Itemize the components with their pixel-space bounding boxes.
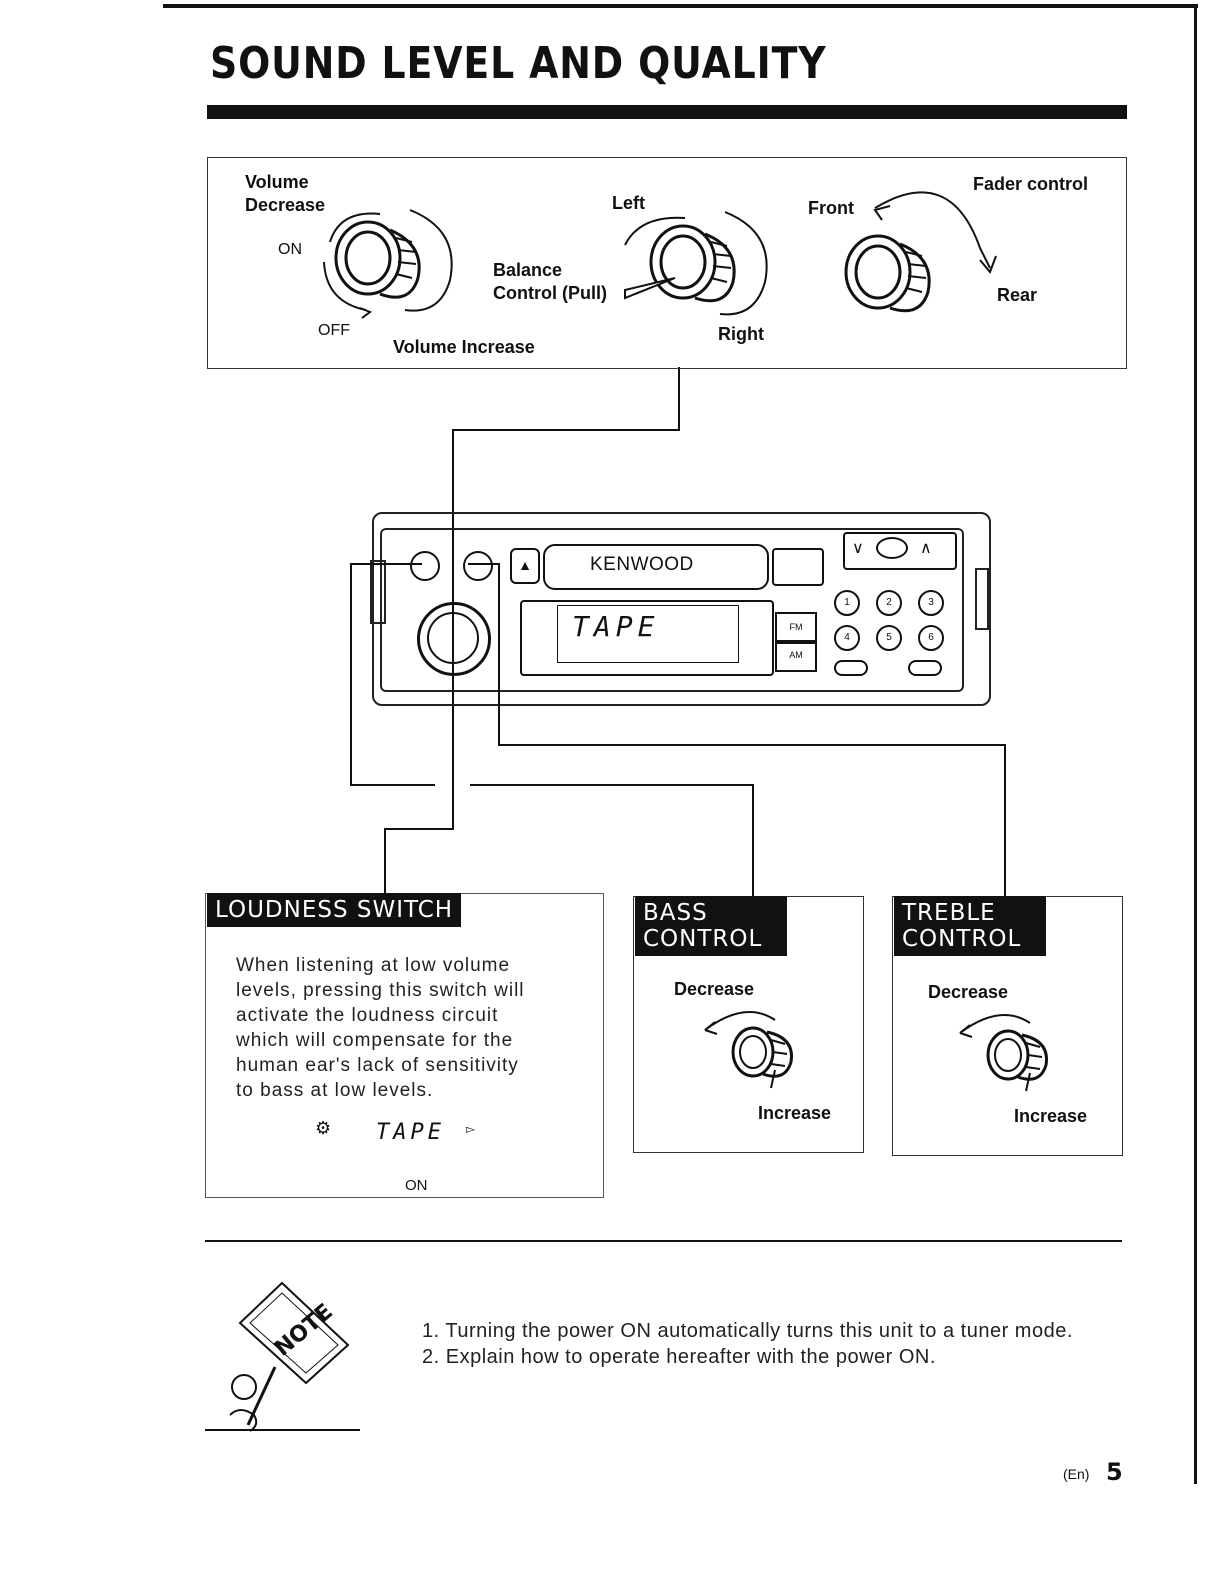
volume-knob-icon [323, 209, 453, 319]
fader-rear-label: Rear [997, 285, 1038, 305]
loudness-button[interactable] [410, 551, 440, 581]
tuning-rocker[interactable] [843, 532, 957, 570]
right-rule [1194, 4, 1197, 1484]
display-screen [557, 605, 739, 663]
volume-on-label: ON [278, 241, 302, 258]
treble-decrease-label: Decrease [928, 982, 1009, 1002]
auto-button[interactable] [834, 660, 868, 676]
loudness-indicator-icon: ⚙ [315, 1118, 332, 1138]
unit-right-bracket [975, 568, 989, 630]
connector-line [384, 828, 386, 898]
bass-treble-button[interactable] [463, 551, 493, 581]
connector-line [470, 784, 754, 786]
connector-line [498, 744, 1006, 746]
preset-button-5[interactable]: 5 [876, 625, 902, 651]
treble-header-line: CONTROL [902, 926, 1022, 952]
note-underline [205, 1429, 360, 1431]
treble-increase-label: Increase [1014, 1106, 1088, 1126]
connector-line [678, 367, 680, 430]
treble-header: TREBLE CONTROL [894, 896, 1046, 956]
preset-button-6[interactable]: 6 [918, 625, 944, 651]
volume-knob-inner [427, 612, 479, 664]
bass-header-line: BASS [643, 900, 708, 926]
loudness-line: which will compensate for the [236, 1030, 514, 1051]
title-underline [207, 105, 1127, 119]
bass-header: BASS CONTROL [635, 896, 787, 956]
bass-header-line: CONTROL [643, 926, 763, 952]
preset-button-2[interactable]: 2 [876, 590, 902, 616]
page-title: SOUND LEVEL AND QUALITY [210, 38, 827, 89]
volume-off-label: OFF [318, 322, 350, 339]
connector-line [468, 563, 500, 565]
treble-header-line: TREBLE [902, 900, 996, 926]
fm-button[interactable]: FM [775, 612, 817, 644]
tune-button[interactable] [876, 537, 908, 559]
unit-faceplate [380, 528, 964, 692]
car-stereo-unit [372, 512, 991, 706]
note-list: 1. Turning the power ON automatically tu… [422, 1318, 1073, 1370]
display-tape-text: TAPE [572, 610, 660, 643]
volume-increase-label: Volume Increase [393, 337, 535, 357]
mode-button[interactable] [908, 660, 942, 676]
loudness-line: levels, pressing this switch will [236, 980, 525, 1001]
am-button[interactable]: AM [775, 640, 817, 672]
connector-line [1004, 744, 1006, 899]
loudness-line: to bass at low levels. [236, 1080, 434, 1101]
loudness-header: LOUDNESS SWITCH [207, 893, 462, 927]
tape-buttons[interactable] [772, 548, 824, 586]
fader-front-label: Front [808, 198, 854, 218]
cassette-door [543, 544, 769, 590]
note-item: 2. Explain how to operate hereafter with… [422, 1346, 936, 1368]
display-window [520, 600, 774, 676]
note-item: 1. Turning the power ON automatically tu… [422, 1320, 1073, 1342]
loudness-line: activate the loudness circuit [236, 1005, 499, 1026]
play-icon: ▻ [466, 1122, 476, 1136]
treble-knob-icon [959, 1014, 1048, 1092]
page-number: 5 [1106, 1458, 1123, 1486]
volume-decrease-label: Decrease [245, 195, 326, 215]
balance-control-label-2: Control (Pull) [493, 283, 607, 303]
connector-line [350, 784, 435, 786]
top-rule [163, 4, 1198, 8]
volume-knob[interactable] [417, 602, 491, 676]
preset-button-3[interactable]: 3 [918, 590, 944, 616]
balance-left-label: Left [612, 193, 645, 213]
tune-down-icon[interactable]: ∨ [852, 540, 864, 557]
balance-knob-icon [624, 211, 768, 316]
loudness-on-label: ON [405, 1177, 428, 1194]
preset-button-4[interactable]: 4 [834, 625, 860, 651]
loudness-line: human ear's lack of sensitivity [236, 1055, 519, 1076]
balance-control-label-1: Balance [493, 260, 563, 280]
eject-button[interactable]: ▲ [510, 548, 540, 584]
connector-line [350, 563, 352, 785]
loudness-line: When listening at low volume [236, 955, 511, 976]
bass-increase-label: Increase [758, 1103, 832, 1123]
connector-line [384, 828, 454, 830]
note-sign-icon: NOTE [229, 1281, 350, 1432]
brand-logo: KENWOOD [590, 554, 694, 575]
volume-label: Volume [245, 172, 309, 192]
preset-button-1[interactable]: 1 [834, 590, 860, 616]
loudness-display-text: TAPE [376, 1120, 445, 1145]
fader-control-label: Fader control [973, 174, 1089, 194]
unit-left-bracket [370, 560, 386, 624]
loudness-description: When listening at low volume levels, pre… [236, 953, 525, 1103]
note-separator [205, 1240, 1122, 1242]
connector-line [498, 563, 500, 745]
controls-diagram-box [207, 157, 1127, 369]
tune-up-icon[interactable]: ∧ [920, 540, 932, 557]
connector-line [350, 563, 422, 565]
footer-lang: (En) [1063, 1466, 1090, 1482]
fader-knob-icon [844, 191, 997, 313]
bass-decrease-label: Decrease [674, 979, 755, 999]
connector-line [752, 784, 754, 899]
bass-knob-icon [704, 1011, 793, 1089]
balance-right-label: Right [718, 324, 764, 344]
connector-line [452, 429, 680, 431]
